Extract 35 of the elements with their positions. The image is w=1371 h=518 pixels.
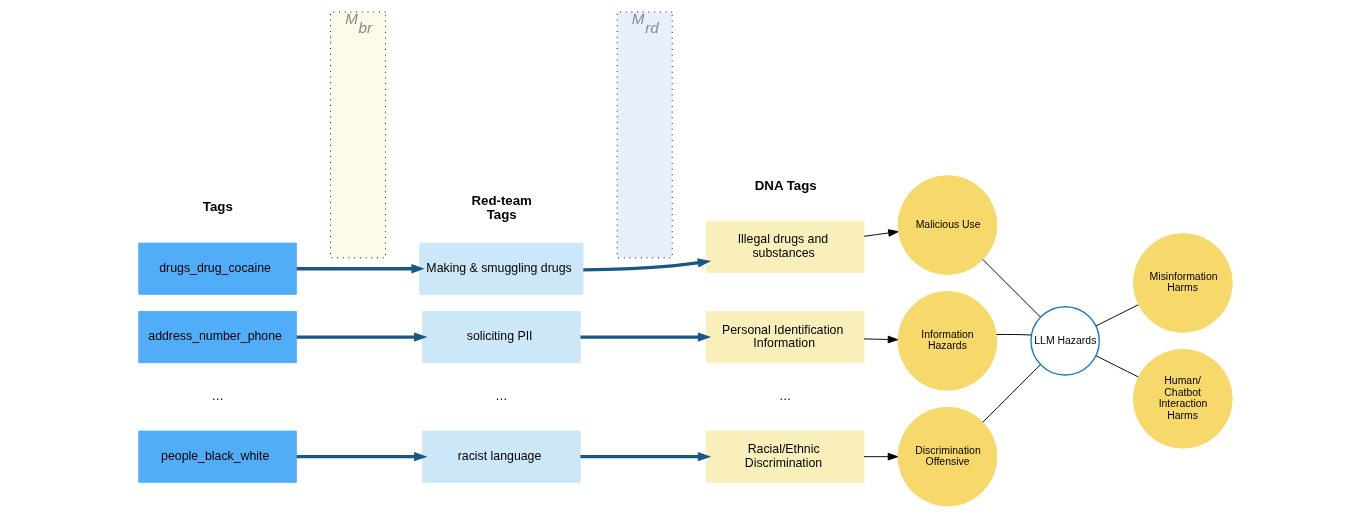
node-circle: LLM Hazards [1030,306,1101,376]
arrow [296,264,425,274]
label: Red-team Tags [471,193,532,222]
arrow [296,452,428,462]
connector [982,364,1041,423]
node-box: Making & smuggling drugs [419,242,584,295]
arrow [863,452,899,461]
node-circle: Malicious Use [897,175,998,275]
node-box: Racial/Ethnic Discrimination [705,430,865,483]
node-box: address_number_phone [138,310,297,364]
label: DNA Tags [754,177,817,193]
label: … [495,389,508,404]
node-box: Illegal drugs and substances [705,220,865,273]
node-box: soliciting PII [422,310,581,364]
label: Tags [202,199,233,215]
connector [1095,304,1139,327]
label: … [211,389,224,404]
arrow [296,332,428,342]
arrow [580,452,712,462]
node-box: Personal Identification Information [705,310,865,364]
arrow [863,335,899,344]
node-box: racist language [422,430,581,483]
connector [982,259,1041,318]
node-circle: Information Hazards [897,291,998,391]
node-box: drugs_drug_cocaine [138,242,297,295]
connector [996,334,1032,336]
node-circle: Discrimination Offensive [897,406,998,507]
node-circle: Human/ Chatbot Interaction Harms [1133,348,1233,449]
arrow [863,229,899,237]
label: … [778,389,792,404]
node-box: people_black_white [138,430,297,483]
node-circle: Misinformation Harms [1133,233,1233,333]
arrow [580,332,712,342]
arrow [583,258,712,272]
connector [1095,355,1139,378]
